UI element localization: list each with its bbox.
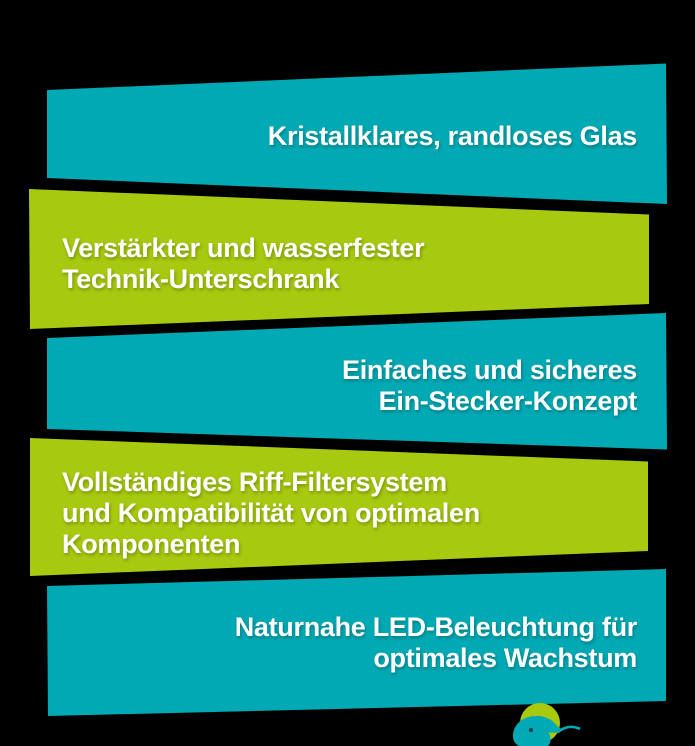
wave-swoosh-icon bbox=[556, 725, 581, 734]
banner-text-cabinet: Verstärkter und wasserfester Technik-Unt… bbox=[62, 233, 425, 294]
banner-text-glass: Kristallklares, randloses Glas bbox=[267, 121, 638, 151]
banner-text-led: Naturnahe LED-Beleuchtung für optimales … bbox=[234, 612, 638, 673]
banner-shape-led bbox=[47, 569, 666, 716]
banner-shape-plug bbox=[47, 313, 667, 450]
fish-eye-icon bbox=[529, 728, 533, 732]
fish-in-circle-logo bbox=[513, 703, 581, 746]
banner-shape-filter bbox=[30, 438, 648, 576]
fish-icon bbox=[513, 715, 563, 746]
banner-shape-cabinet bbox=[29, 189, 649, 329]
banner-text-plug: Einfaches und sicheres Ein-Stecker-Konze… bbox=[341, 355, 637, 416]
banner-text-filter: Vollständiges Riff-Filtersystem und Komp… bbox=[62, 467, 480, 559]
banner-shape-glass bbox=[47, 63, 667, 204]
